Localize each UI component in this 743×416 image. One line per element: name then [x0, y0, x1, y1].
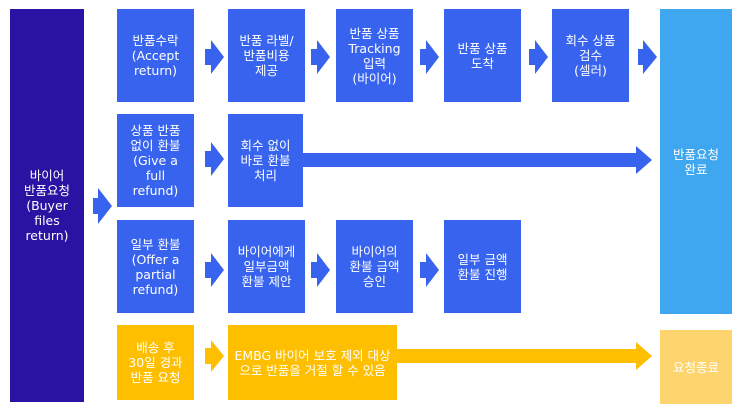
arrow-arrived-to-inspect [529, 40, 548, 74]
node-inspect-item: 회수 상품 검수 (셀러) [552, 9, 629, 102]
node-buyer-approves-label: 바이어의 환불 금액 승인 [349, 244, 400, 289]
node-accept-return: 반품수락 (Accept return) [117, 9, 194, 102]
arrow-tracking-to-arrived [420, 40, 439, 74]
node-request-closed-label: 요청종료 [672, 359, 719, 375]
arrow-fullrefund-to-direct [205, 142, 224, 176]
arrow-approve-to-process [420, 253, 439, 287]
node-partial-refund: 일부 환불 (Offer a partial refund) [117, 220, 194, 313]
arrow-accept-to-label [205, 40, 224, 74]
arrow-partial-to-offer [205, 253, 224, 287]
node-return-complete: 반품요청 완료 [660, 9, 732, 314]
arrow-label-to-tracking [311, 40, 330, 74]
node-buyer-files-return-label: 바이어 반품요청 (Buyer files return) [23, 168, 70, 243]
node-item-arrived-label: 반품 상품 도착 [457, 40, 508, 71]
node-return-label-label: 반품 라벨/ 반품비용 제공 [239, 33, 294, 78]
node-embg-reject: EMBG 바이어 보호 제외 대상 으로 반품을 거절 할 수 있음 [228, 325, 397, 400]
node-offer-partial-amount-label: 바이어에게 일부금액 환불 제안 [237, 244, 296, 289]
node-after-30-days: 배송 후 30일 경과 반품 요청 [117, 325, 194, 400]
node-refund-without-return-label: 회수 없이 바로 환불 처리 [240, 138, 291, 183]
node-return-complete-label: 반품요청 완료 [672, 146, 719, 177]
arrow-offer-to-approve [311, 253, 330, 287]
node-refund-without-return: 회수 없이 바로 환불 처리 [228, 114, 303, 207]
node-offer-partial-amount: 바이어에게 일부금액 환불 제안 [228, 220, 305, 313]
arrow-30days-to-embg [205, 340, 224, 372]
node-process-partial-label: 일부 금액 환불 진행 [457, 251, 508, 282]
node-full-refund-label: 상품 반품 없이 환불 (Give a full refund) [130, 123, 181, 198]
node-buyer-approves: 바이어의 환불 금액 승인 [336, 220, 413, 313]
arrow-buyer-to-options [93, 188, 112, 224]
node-tracking-input-label: 반품 상품 Tracking 입력 (바이어) [348, 25, 401, 86]
node-after-30-days-label: 배송 후 30일 경과 반품 요청 [128, 340, 183, 385]
node-tracking-input: 반품 상품 Tracking 입력 (바이어) [336, 9, 413, 102]
node-full-refund: 상품 반품 없이 환불 (Give a full refund) [117, 114, 194, 207]
node-return-label: 반품 라벨/ 반품비용 제공 [228, 9, 305, 102]
node-embg-reject-label: EMBG 바이어 보호 제외 대상 으로 반품을 거절 할 수 있음 [234, 347, 391, 378]
node-request-closed: 요청종료 [660, 330, 732, 404]
node-accept-return-label: 반품수락 (Accept return) [131, 33, 180, 78]
arrow-embg-to-closed [395, 342, 652, 370]
arrow-inspect-to-complete [638, 40, 657, 74]
arrow-direct-to-complete [302, 146, 652, 174]
node-item-arrived: 반품 상품 도착 [444, 9, 521, 102]
node-process-partial: 일부 금액 환불 진행 [444, 220, 521, 313]
node-buyer-files-return: 바이어 반품요청 (Buyer files return) [10, 9, 84, 402]
node-inspect-item-label: 회수 상품 검수 (셀러) [565, 33, 616, 78]
node-partial-refund-label: 일부 환불 (Offer a partial refund) [130, 236, 181, 297]
